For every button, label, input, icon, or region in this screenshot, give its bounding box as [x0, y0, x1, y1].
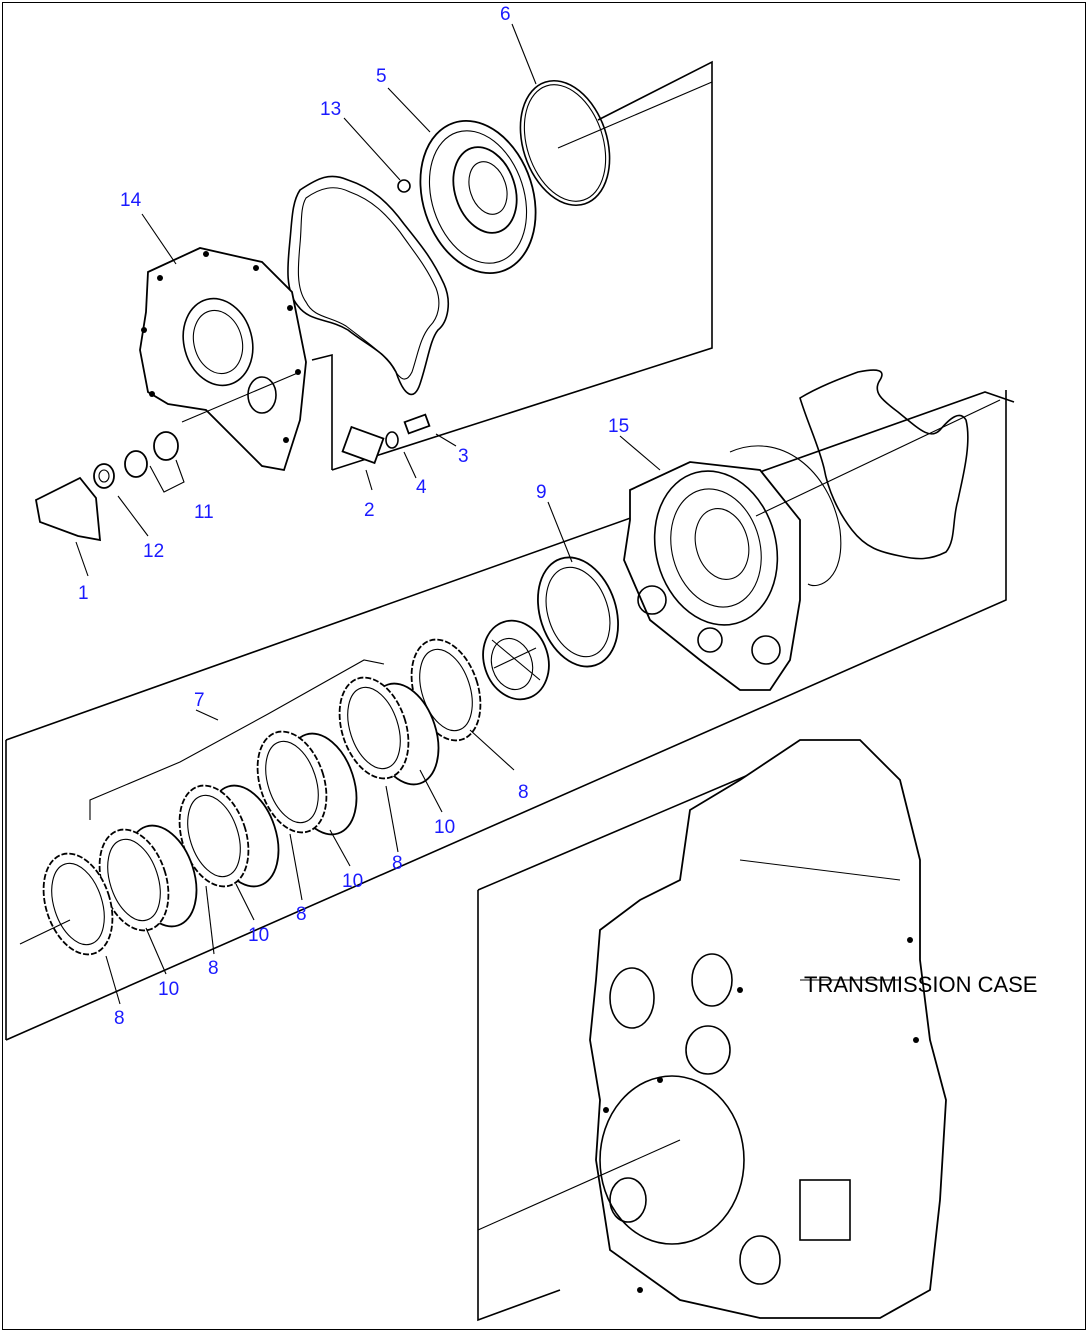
callout-10-d: 10 [158, 979, 179, 1000]
callout-13: 13 [320, 99, 341, 120]
o-ring-large [729, 445, 842, 587]
callout-7: 7 [194, 690, 205, 711]
callout-6: 6 [500, 4, 511, 25]
plate-leader-lines [105, 769, 443, 1005]
callout-1: 1 [78, 583, 89, 604]
callout-10-a: 10 [434, 817, 455, 838]
hub-gear [482, 619, 550, 701]
seal-part-12 [93, 463, 115, 489]
callout-2: 2 [364, 500, 375, 521]
o-ring-part-13 [397, 179, 411, 193]
callout-15: 15 [608, 416, 629, 437]
cover-housing-part-14 [139, 247, 307, 472]
bushing-part-11 [124, 431, 179, 478]
callout-10-c: 10 [248, 925, 269, 946]
breather-part-2 [341, 425, 385, 465]
callout-8-e: 8 [114, 1008, 125, 1029]
snap-ring-part-6 [519, 79, 611, 207]
center-lines [19, 81, 1001, 1231]
group-outlines [5, 60, 1015, 1322]
callout-10-b: 10 [342, 871, 363, 892]
callout-5: 5 [376, 66, 387, 87]
clutch-plate-stack [42, 638, 482, 956]
bracket-part-1 [34, 476, 102, 542]
callouts: 6 5 13 14 15 3 9 4 2 11 12 1 7 8 10 8 10… [78, 4, 629, 1029]
callout-8-d: 8 [208, 958, 219, 979]
callout-8-a: 8 [518, 782, 529, 803]
leader-lines [75, 23, 661, 820]
plug-part-3 [403, 413, 431, 435]
transmission-case [589, 739, 947, 1319]
thrust-plate-part-9 [537, 556, 619, 668]
washer-part-4 [385, 431, 399, 449]
callout-11: 11 [194, 502, 214, 523]
callout-9: 9 [536, 482, 547, 503]
callout-3: 3 [458, 446, 469, 467]
housing-part-15 [623, 461, 801, 691]
gasket-middle [799, 369, 969, 560]
callout-14: 14 [120, 190, 142, 211]
callout-12: 12 [143, 541, 164, 562]
callout-8-c: 8 [296, 904, 307, 925]
transmission-case-label: TRANSMISSION CASE [804, 972, 1037, 997]
callout-4: 4 [416, 477, 427, 498]
bearing-plate-part-5 [419, 119, 537, 275]
callout-8-b: 8 [392, 853, 403, 874]
